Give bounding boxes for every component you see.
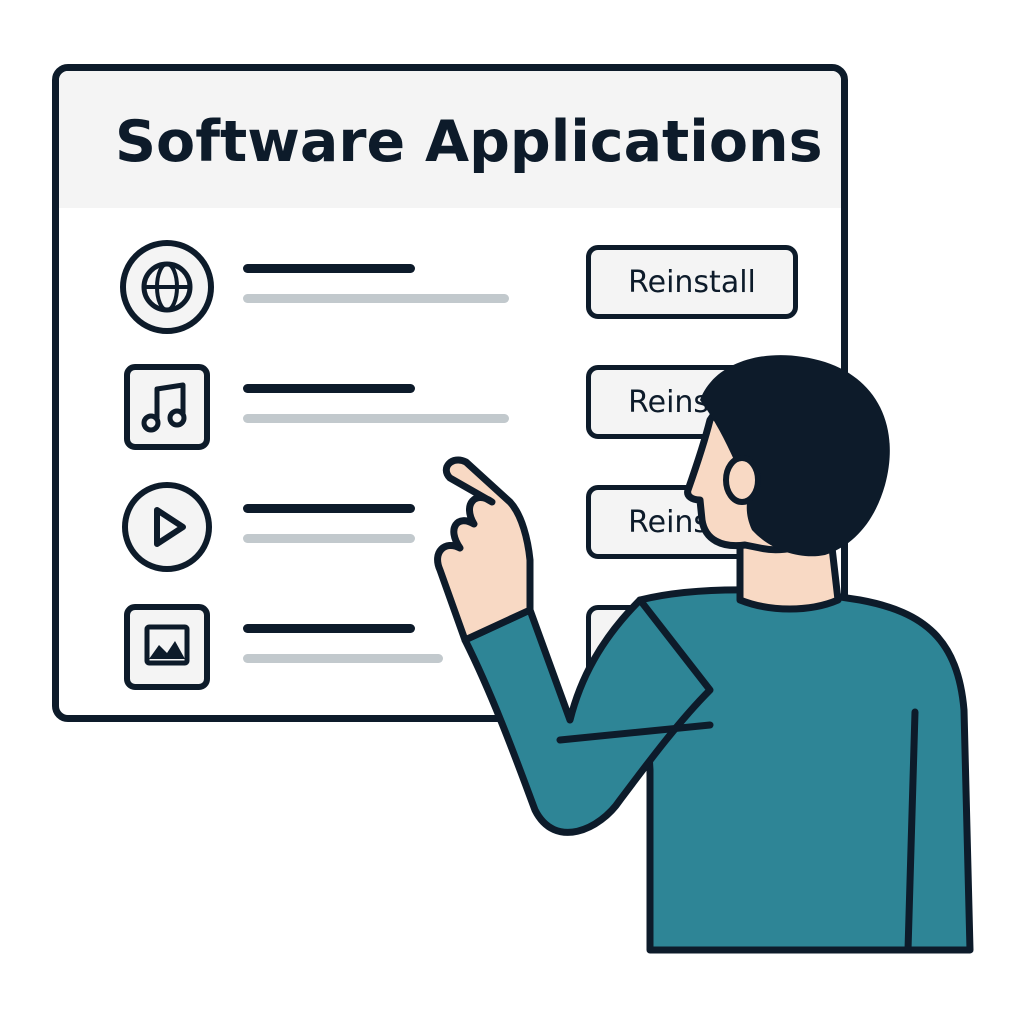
app-row-2: Reinstall xyxy=(59,357,841,457)
window-header: Software Applications xyxy=(59,71,841,208)
window-title: Software Applications xyxy=(115,109,823,175)
software-applications-window: Software Applications Reinstall xyxy=(52,64,848,722)
app-row-1: Reinstall xyxy=(59,237,841,337)
image-icon xyxy=(124,604,210,690)
sleeve-fold xyxy=(556,721,714,744)
shirt-fold xyxy=(904,708,919,954)
app-detail-placeholder xyxy=(243,414,509,423)
globe-icon xyxy=(120,240,214,334)
app-row-4: Reinstall xyxy=(59,597,841,697)
app-detail-placeholder xyxy=(243,654,443,663)
reinstall-button[interactable]: Reinstall xyxy=(586,605,798,679)
reinstall-button[interactable]: Reinstall xyxy=(586,485,798,559)
app-name-placeholder xyxy=(243,504,415,513)
app-row-3: Reinstall xyxy=(59,477,841,577)
app-name-placeholder xyxy=(243,624,415,633)
play-icon xyxy=(122,482,212,572)
music-note-icon xyxy=(124,364,210,450)
app-name-placeholder xyxy=(243,264,415,273)
app-detail-placeholder xyxy=(243,534,415,543)
reinstall-button[interactable]: Reinstall xyxy=(586,365,798,439)
app-detail-placeholder xyxy=(243,294,509,303)
app-name-placeholder xyxy=(243,384,415,393)
reinstall-button[interactable]: Reinstall xyxy=(586,245,798,319)
